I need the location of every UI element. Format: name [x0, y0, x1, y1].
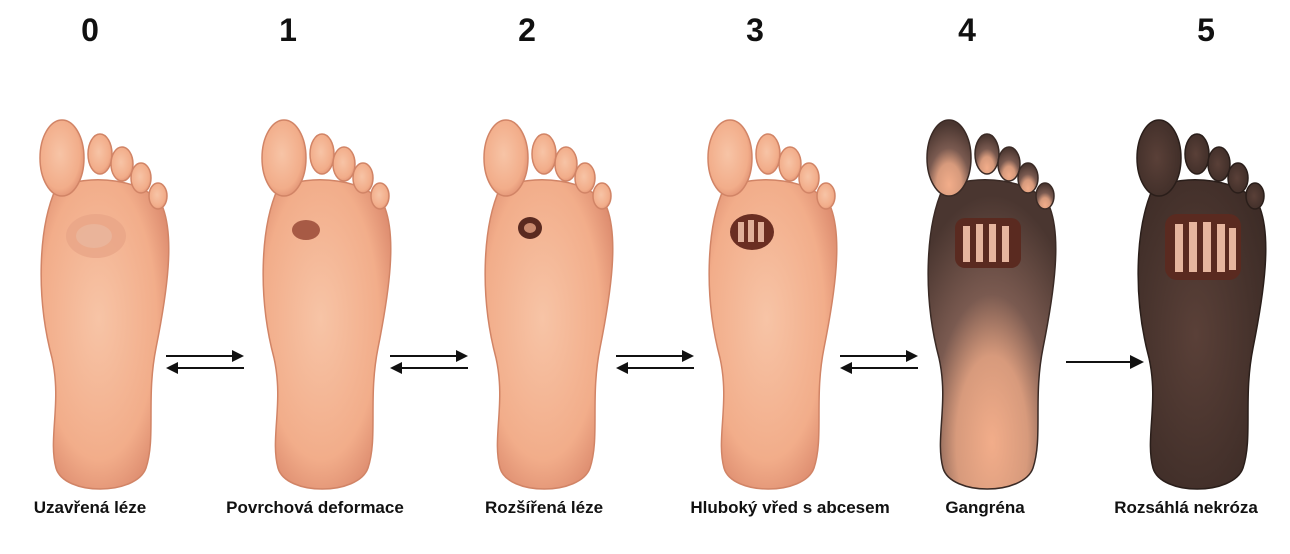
grade-number-0: 0 [60, 12, 120, 49]
caption-stage-1: Povrchová deformace [190, 498, 440, 518]
caption-stage-0: Uzavřená léze [10, 498, 170, 518]
foot-stage-0 [18, 118, 193, 488]
grade-number-2: 2 [497, 12, 557, 49]
foot-stage-2 [462, 118, 637, 488]
caption-stage-3: Hluboký vřed s abcesem [650, 498, 930, 518]
foot-stage-5 [1115, 118, 1290, 488]
grade-number-5: 5 [1176, 12, 1236, 49]
grade-number-1: 1 [258, 12, 318, 49]
grade-number-3: 3 [725, 12, 785, 49]
reversible-arrow-2-3 [612, 348, 698, 376]
caption-stage-5: Rozsáhlá nekróza [1088, 498, 1284, 518]
grade-number-4: 4 [937, 12, 997, 49]
reversible-arrow-1-2 [386, 348, 472, 376]
foot-stage-4 [905, 118, 1080, 488]
foot-stage-1 [240, 118, 415, 488]
caption-stage-2: Rozšířená léze [458, 498, 630, 518]
reversible-arrow-0-1 [162, 348, 248, 376]
caption-stage-4: Gangréna [930, 498, 1040, 518]
irreversible-arrow-4-5 [1062, 348, 1148, 376]
foot-stage-3 [686, 118, 861, 488]
reversible-arrow-3-4 [836, 348, 922, 376]
superficial-ulcer [292, 220, 320, 240]
